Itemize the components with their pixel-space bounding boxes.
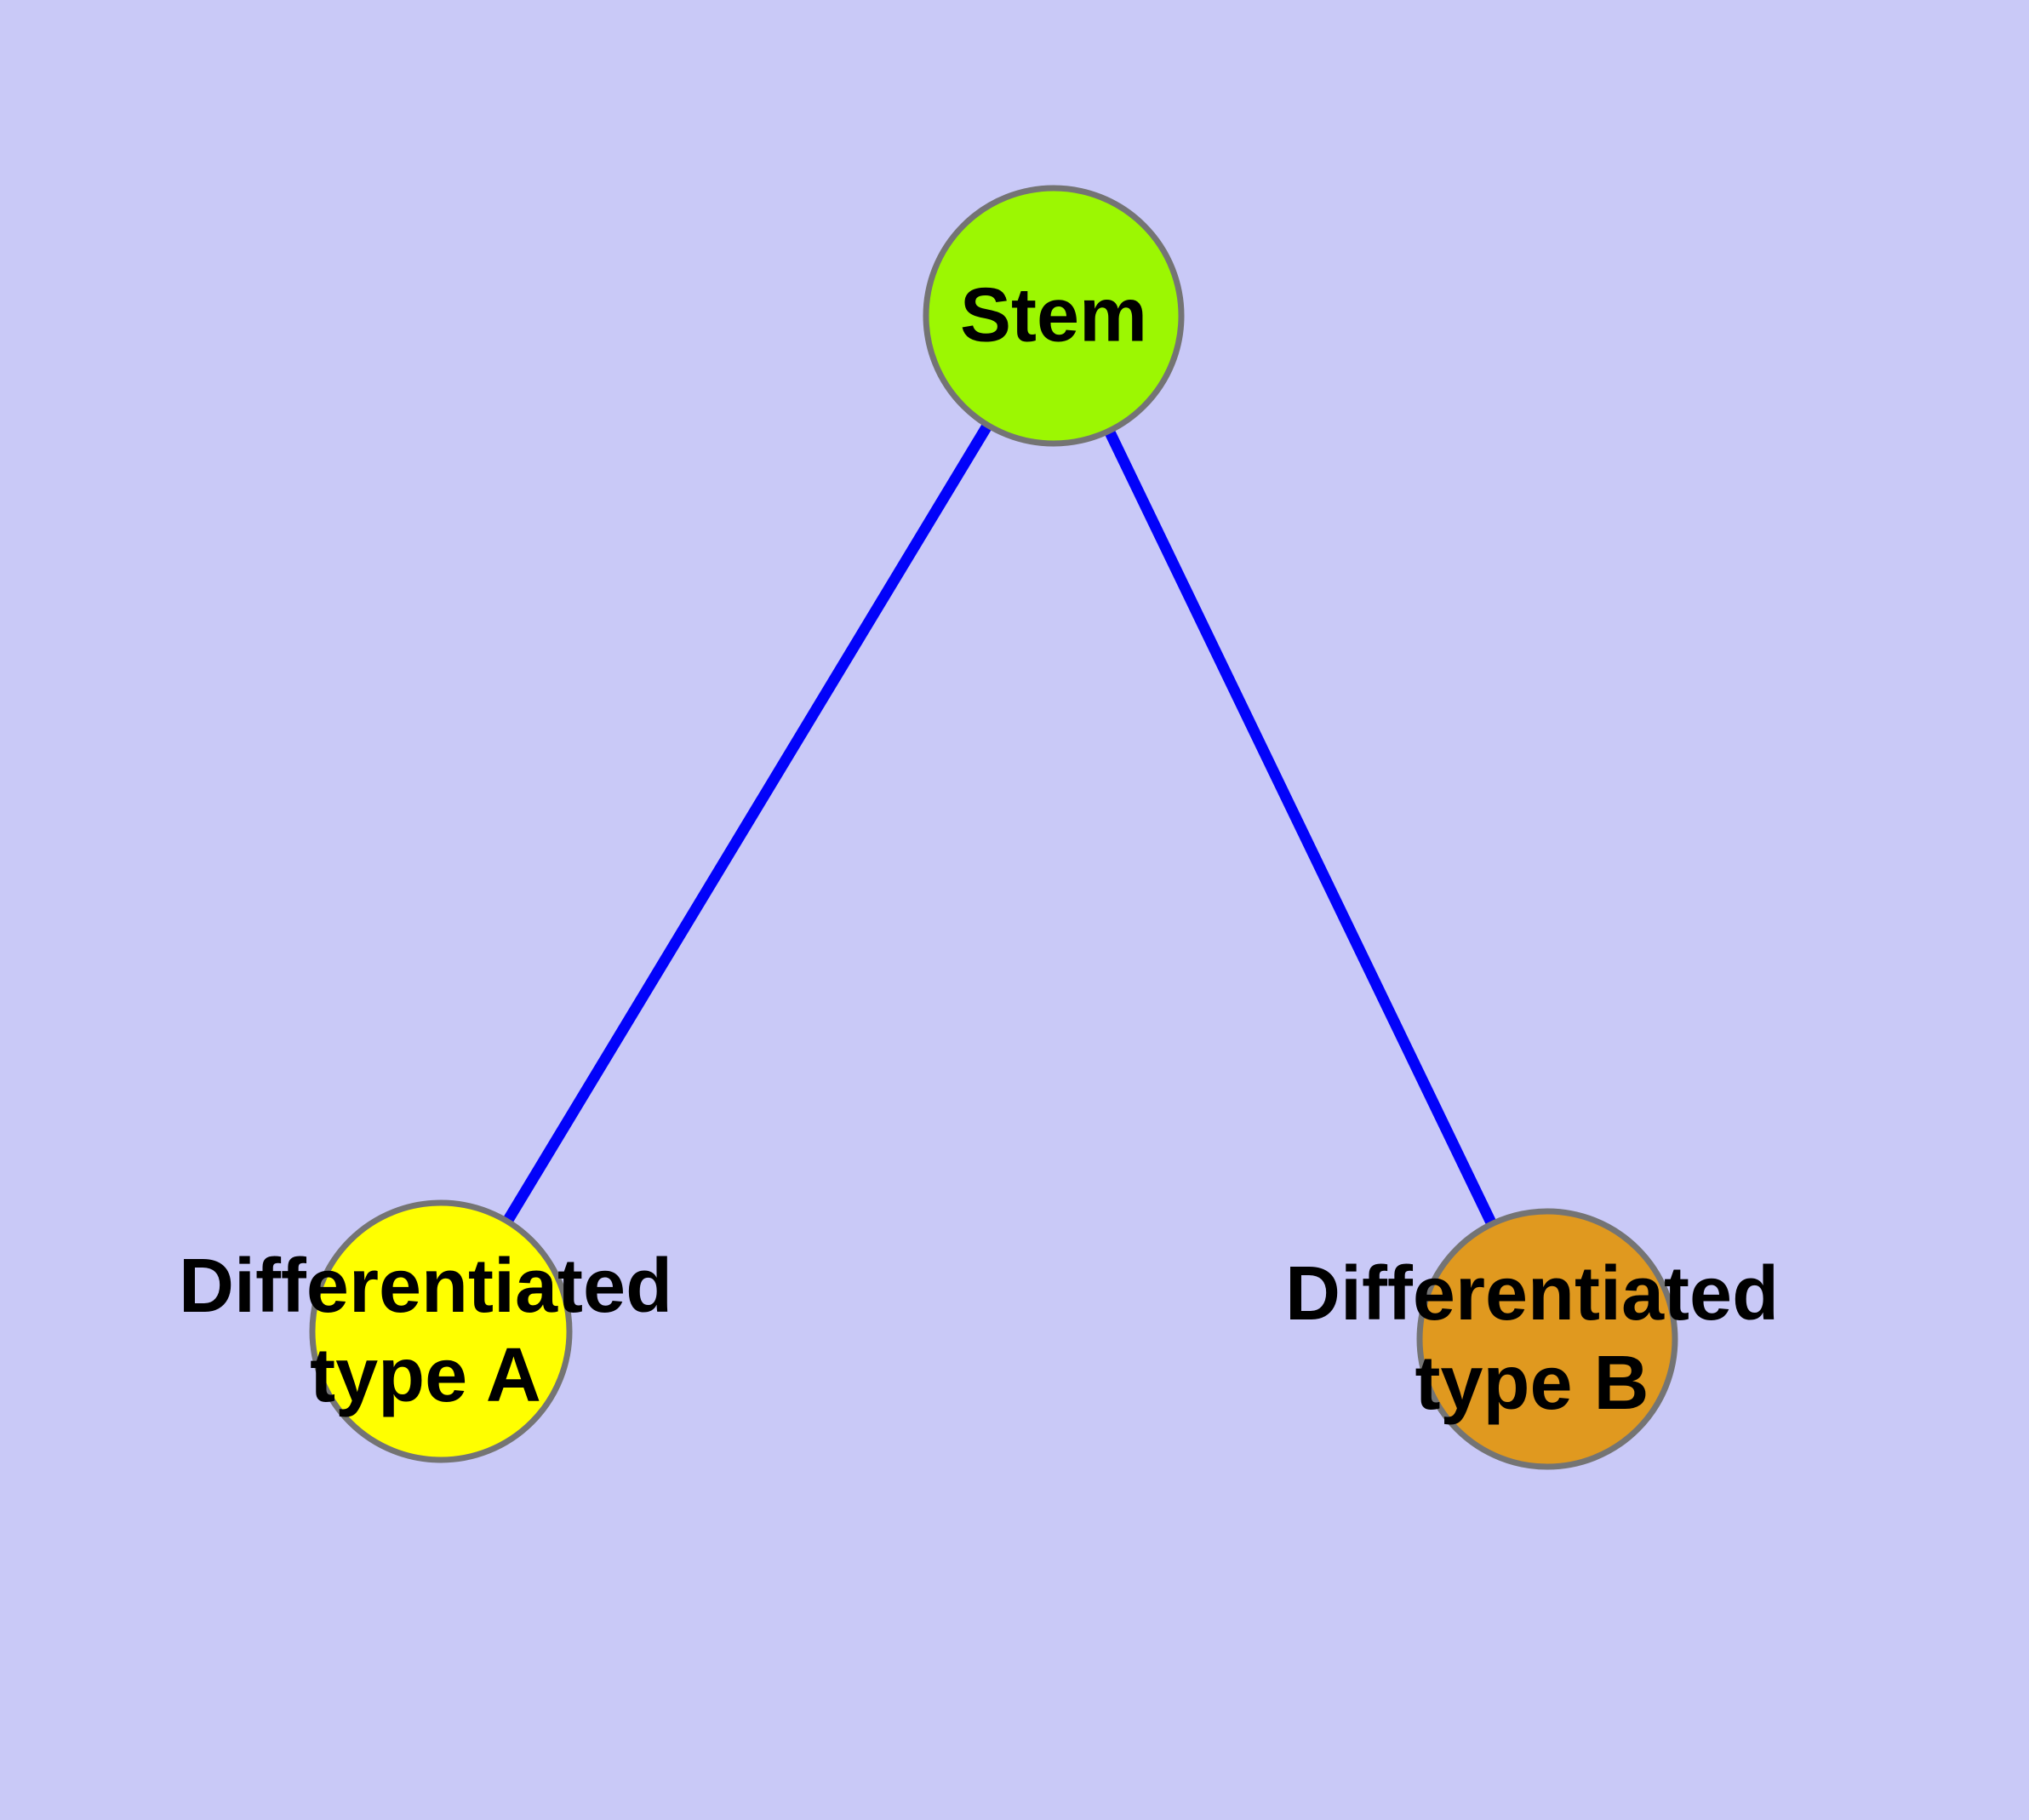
node-type-b-circle [1416, 1208, 1678, 1470]
edge-stem-to-type-b [1049, 313, 1552, 1342]
label-line: Differentiated [1284, 1251, 1780, 1336]
node-type-a-circle [309, 1199, 573, 1463]
node-type-a-label: Differentiated type A [179, 1242, 672, 1421]
label-line: Stem [959, 272, 1148, 358]
node-type-b-label: Differentiated type B [1285, 1250, 1779, 1428]
edge-stem-to-type-a [436, 312, 1059, 1335]
label-line: type B [1415, 1341, 1649, 1426]
label-line: Differentiated [178, 1244, 673, 1329]
node-stem-label: Stem [960, 272, 1147, 361]
label-line: type A [310, 1333, 541, 1418]
node-stem-circle [923, 185, 1185, 447]
